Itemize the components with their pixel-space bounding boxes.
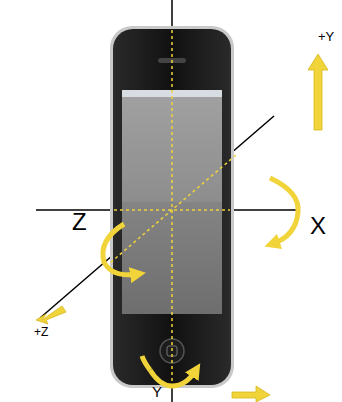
rotation-arrows <box>103 178 298 386</box>
direction-arrows <box>36 54 328 402</box>
dashed-axes <box>110 30 236 384</box>
phone <box>110 26 234 388</box>
axis-direction-label: +Z <box>34 326 48 338</box>
axis-name: Z <box>72 210 87 234</box>
axis-direction-label: +Y <box>318 30 334 43</box>
axis-name: Y <box>152 384 162 399</box>
axis-name: X <box>310 214 326 238</box>
